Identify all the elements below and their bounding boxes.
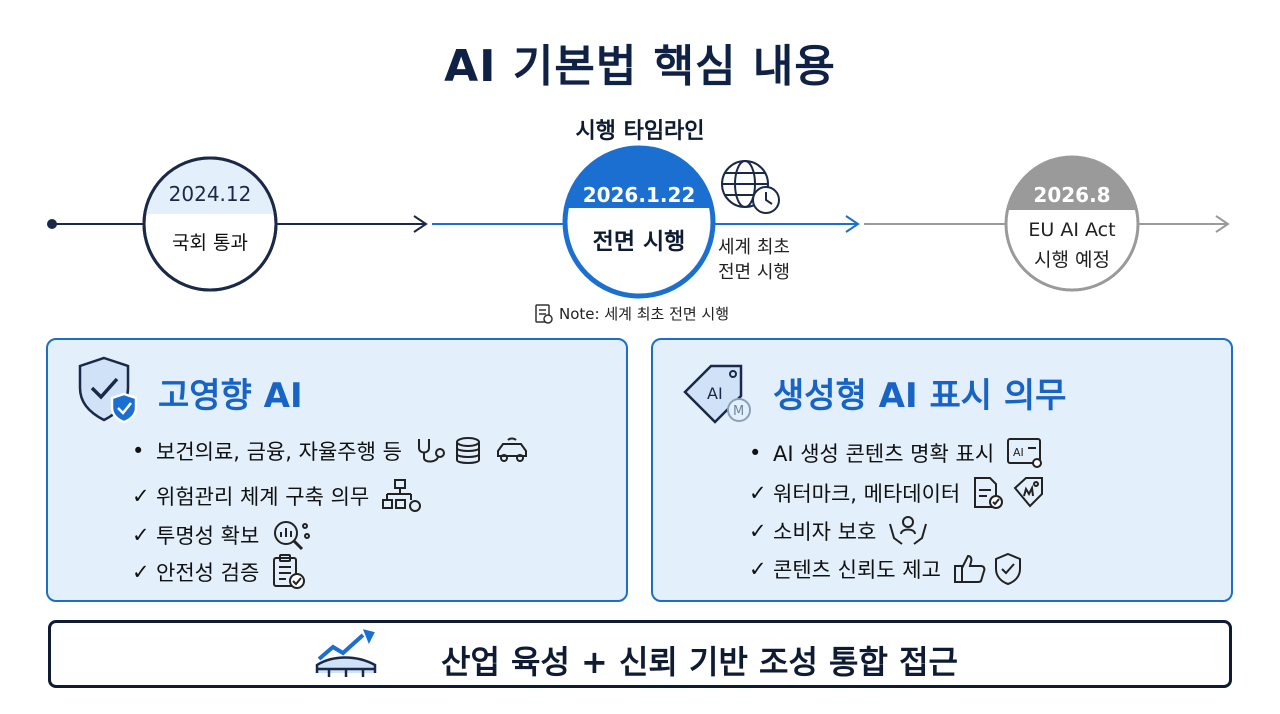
timeline-note: Note: 세계 최초 전면 시행 (535, 303, 729, 324)
summary-bar: 산업 육성 + 신뢰 기반 조성 통합 접근 (48, 620, 1232, 688)
document-check-icon (974, 477, 1004, 509)
panel-title-generative: 생성형 AI 표시 의무 (773, 376, 1067, 416)
globe-clock-icon (721, 160, 780, 214)
timeline-graphic (47, 145, 1230, 299)
timeline-arrow-past (413, 215, 428, 233)
milestone-date-2024: 2024.12 (168, 182, 252, 206)
panel-high-impact-ai: 고영향 AI • 보건의료, 금융, 자율주행 등 ✓ 위험관리 체계 구축 의… (46, 338, 628, 602)
list-item-text: 보건의료, 금융, 자율주행 등 (156, 440, 402, 464)
timeline-heading: 시행 타임라인 (575, 119, 705, 144)
check-marker: ✓ (132, 484, 150, 508)
ai-certificate-text: AI (1013, 446, 1024, 459)
check-marker: ✓ (132, 560, 150, 584)
list-item-text: 투명성 확보 (156, 524, 260, 548)
list-item: • 보건의료, 금융, 자율주행 등 (132, 436, 530, 466)
list-item: ✓ 위험관리 체계 구축 의무 (132, 478, 425, 514)
ai-tag-text: AI (707, 384, 723, 403)
ai-tag-badge-text: M (733, 404, 744, 419)
list-item: ✓ 소비자 보호 (749, 514, 928, 548)
summary-text: 산업 육성 + 신뢰 기반 조성 통합 접근 (441, 643, 958, 681)
milestone-label-line2-2026-8: 시행 예정 (1034, 249, 1110, 271)
shield-check-small-icon (994, 552, 1021, 586)
hands-person-icon (889, 516, 928, 545)
thumbs-up-icon (953, 554, 986, 583)
timeline-arrow-future (1215, 215, 1230, 233)
shield-check-icon (78, 356, 138, 424)
page-title: AI 기본법 핵심 내용 (444, 41, 836, 92)
list-item: ✓ 워터마크, 메타데이터 (749, 476, 1046, 510)
stethoscope-icon (417, 439, 445, 463)
milestone-top-fill-2024 (145, 159, 275, 214)
milestone-side-label-line2: 전면 시행 (718, 262, 790, 283)
list-item: ✓ 안전성 검증 (132, 554, 307, 590)
list-item: • AI 생성 콘텐츠 명확 표시 AI (749, 436, 1046, 470)
coins-icon (455, 437, 480, 464)
bullet-marker: • (132, 439, 145, 463)
growth-bridge-icon (315, 629, 377, 677)
check-marker: ✓ (749, 557, 767, 581)
milestone-label-2024: 국회 통과 (172, 232, 248, 254)
milestone-date-2026-8: 2026.8 (1033, 183, 1111, 207)
list-item: ✓ 투명성 확보 (132, 518, 311, 552)
milestone-top-fill-2026-1 (568, 147, 710, 208)
ai-certificate-icon: AI (1007, 438, 1043, 468)
timeline-note-text: Note: 세계 최초 전면 시행 (559, 305, 730, 323)
panel-title-high-impact: 고영향 AI (158, 376, 303, 416)
tag-m-icon (1013, 477, 1044, 508)
milestone-side-label-line1: 세계 최초 (718, 237, 790, 258)
list-item-text: 콘텐츠 신뢰도 제고 (773, 558, 941, 582)
check-marker: ✓ (132, 523, 150, 547)
note-document-icon (535, 303, 553, 324)
car-icon (496, 437, 527, 462)
magnifier-chart-icon (274, 521, 311, 551)
panel-generative-ai: AI M 생성형 AI 표시 의무 • AI 생성 콘텐츠 명확 표시 AI ✓… (651, 338, 1233, 602)
list-item-text: 소비자 보호 (773, 520, 877, 544)
list-item: ✓ 콘텐츠 신뢰도 제고 (749, 552, 1023, 586)
bullet-marker: • (749, 441, 762, 465)
ai-tag-icon: AI M (683, 364, 751, 424)
check-marker: ✓ (749, 519, 767, 543)
milestone-label-line1-2026-8: EU AI Act (1028, 219, 1116, 241)
check-marker: ✓ (749, 481, 767, 505)
list-item-text: 위험관리 체계 구축 의무 (156, 485, 370, 509)
clipboard-check-icon (273, 554, 306, 589)
milestone-top-fill-2026-8 (1007, 155, 1137, 210)
timeline-arrow-current (845, 215, 860, 233)
list-item-text: 안전성 검증 (156, 561, 260, 585)
list-item-text: 워터마크, 메타데이터 (773, 482, 961, 506)
milestone-label-2026-1: 전면 시행 (592, 229, 686, 255)
milestone-date-2026-1: 2026.1.22 (582, 183, 696, 207)
flowchart-gear-icon (382, 479, 422, 512)
list-item-text: AI 생성 콘텐츠 명확 표시 (773, 442, 995, 466)
